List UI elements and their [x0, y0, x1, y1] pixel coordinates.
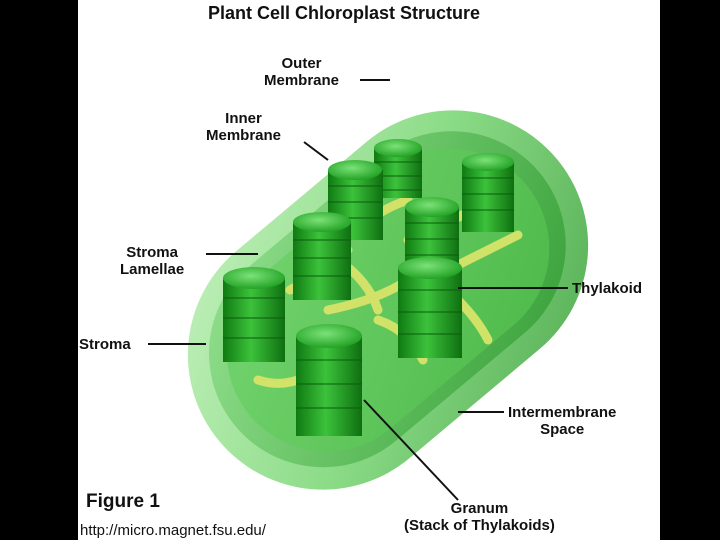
- figure-panel: Plant Cell Chloroplast Structure Outer M…: [78, 0, 660, 540]
- diagram-title: Plant Cell Chloroplast Structure: [208, 3, 481, 23]
- label-inner-membrane: Inner Membrane: [206, 110, 282, 144]
- label-stroma: Stroma: [79, 336, 131, 353]
- label-granum: Granum (Stack of Thylakoids): [404, 500, 555, 534]
- granum-stack: [398, 257, 462, 358]
- label-outer-membrane: Outer Membrane: [264, 55, 340, 89]
- label-intermembrane-space: Intermembrane Space: [508, 404, 617, 438]
- label-thylakoid: Thylakoid: [572, 280, 643, 297]
- figure-label: Figure 1: [86, 491, 160, 512]
- leader-lines: [148, 79, 568, 501]
- granum-stack: [293, 212, 351, 300]
- source-url: http://micro.magnet.fsu.edu/: [80, 522, 266, 539]
- granum-stack: [462, 153, 514, 232]
- label-stroma-lamellae: Stroma Lamellae: [120, 244, 185, 278]
- granum-stack: [296, 324, 362, 436]
- chloroplast-illustration: [148, 79, 589, 501]
- grana-stacks: [223, 139, 514, 436]
- granum-stack: [223, 267, 285, 362]
